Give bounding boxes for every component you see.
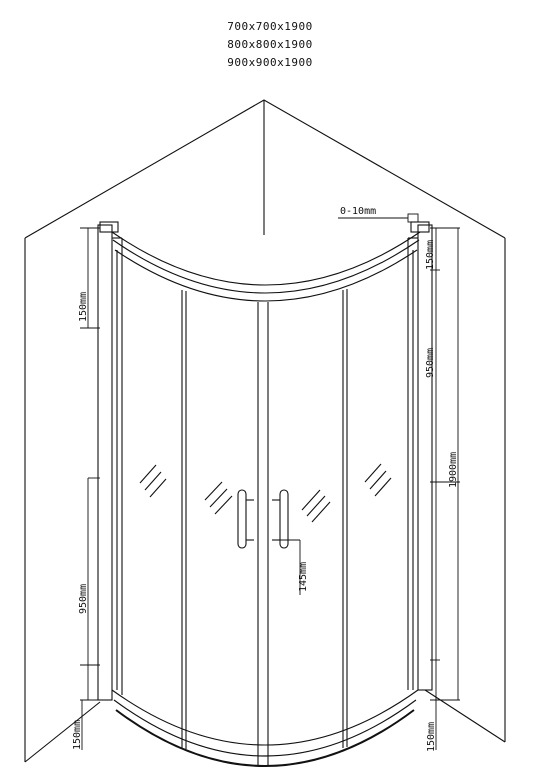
label-bottom-left-gap: 150mm xyxy=(72,720,83,750)
size-option-800: 800x800x1900 xyxy=(227,38,313,51)
reflection-2 xyxy=(204,481,233,515)
bottom-track xyxy=(111,689,419,767)
reflection-1 xyxy=(139,464,167,498)
wall-outline xyxy=(24,99,506,239)
label-handle-height: 145mm xyxy=(298,562,309,592)
right-post xyxy=(407,221,433,691)
reflection-3 xyxy=(301,489,331,523)
size-option-900: 900x900x1900 xyxy=(227,56,313,69)
label-bottom-right-gap: 150mm xyxy=(426,722,437,752)
reflection-4 xyxy=(364,463,392,497)
label-lower-left-span: 950mm xyxy=(78,584,89,614)
dimension-lines xyxy=(80,213,460,750)
size-option-700: 700x700x1900 xyxy=(227,20,313,33)
glass-reflections xyxy=(139,463,392,523)
left-floor-line xyxy=(24,701,101,763)
label-adjust: 0-10mm xyxy=(340,206,376,217)
label-top-left-gap: 150mm xyxy=(78,292,89,322)
left-post xyxy=(97,221,123,701)
label-total-height: 1900mm xyxy=(448,452,459,488)
handle-right-icon xyxy=(279,489,289,549)
label-top-right-gap: 150mm xyxy=(425,240,436,270)
label-upper-right-span: 950mm xyxy=(425,348,436,378)
size-options-list: 700x700x1900 800x800x1900 900x900x1900 xyxy=(210,18,330,72)
corner-walls xyxy=(24,99,506,763)
handle-left-icon xyxy=(237,489,247,549)
door-panels xyxy=(181,289,348,765)
door-handles xyxy=(237,489,289,549)
top-track xyxy=(111,231,421,302)
right-floor-line xyxy=(424,689,506,743)
